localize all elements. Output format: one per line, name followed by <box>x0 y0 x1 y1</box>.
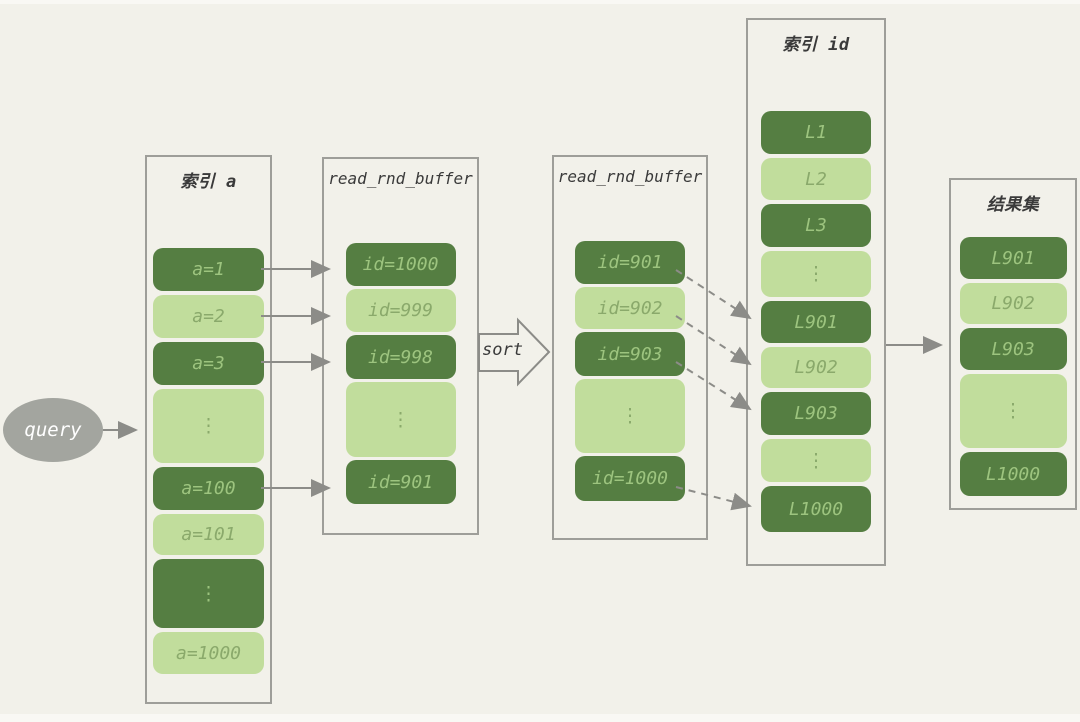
result-set-cells: L901 L902 L903 ⋮ L1000 <box>959 237 1067 496</box>
sort-label: sort <box>482 340 523 360</box>
read-rnd-buffer-sorted-box: read_rnd_buffer id=901 id=902 id=903 ⋮ i… <box>552 155 708 540</box>
cell-id-901-unsorted: id=901 <box>345 460 456 504</box>
cell-L1000-result: L1000 <box>959 452 1067 496</box>
cell-L903-index: L903 <box>761 392 871 435</box>
read-rnd-buffer-sorted-cells: id=901 id=902 id=903 ⋮ id=1000 <box>575 241 685 501</box>
cell-L901-index: L901 <box>761 301 871 343</box>
cell-L903-result: L903 <box>959 328 1067 370</box>
cell-L902-result: L902 <box>959 283 1067 324</box>
index-a-box: 索引 a a=1 a=2 a=3 ⋮ a=100 a=101 ⋮ a=1000 <box>145 155 272 704</box>
index-a-cells: a=1 a=2 a=3 ⋮ a=100 a=101 ⋮ a=1000 <box>153 248 264 674</box>
result-set-box: 结果集 L901 L902 L903 ⋮ L1000 <box>949 178 1077 510</box>
query-label: query <box>24 419 82 441</box>
index-id-title: 索引 id <box>782 35 850 55</box>
cell-L-ellipsis-result: ⋮ <box>959 374 1067 448</box>
cell-a-1000: a=1000 <box>153 632 264 674</box>
cell-L-ellipsis-1: ⋮ <box>761 251 871 297</box>
cell-id-903: id=903 <box>575 332 685 376</box>
read-rnd-buffer-unsorted-title: read_rnd_buffer <box>328 169 473 188</box>
bottom-margin <box>0 714 1080 722</box>
cell-id-998: id=998 <box>345 335 456 379</box>
cell-L902-index: L902 <box>761 347 871 388</box>
cell-a-101: a=101 <box>153 514 264 555</box>
cell-a-1: a=1 <box>153 248 264 291</box>
top-margin <box>0 0 1080 4</box>
read-rnd-buffer-sorted-title: read_rnd_buffer <box>557 167 703 186</box>
result-set-title: 结果集 <box>986 195 1040 215</box>
query-node: query <box>3 398 103 462</box>
index-id-box: 索引 id L1 L2 L3 ⋮ L901 L902 L903 ⋮ L1000 <box>746 18 886 566</box>
cell-id-901-sorted: id=901 <box>575 241 685 284</box>
cell-id-999: id=999 <box>345 289 456 332</box>
cell-id-902: id=902 <box>575 287 685 329</box>
cell-id-1000-unsorted: id=1000 <box>345 243 456 286</box>
cell-a-2: a=2 <box>153 295 264 338</box>
cell-id-ellipsis-unsorted: ⋮ <box>345 382 456 457</box>
cell-a-100: a=100 <box>153 467 264 510</box>
cell-L1: L1 <box>761 111 871 154</box>
cell-a-ellipsis-2: ⋮ <box>153 559 264 628</box>
cell-L3: L3 <box>761 204 871 247</box>
cell-L901-result: L901 <box>959 237 1067 279</box>
read-rnd-buffer-unsorted-cells: id=1000 id=999 id=998 ⋮ id=901 <box>345 243 456 504</box>
read-rnd-buffer-unsorted-box: read_rnd_buffer id=1000 id=999 id=998 ⋮ … <box>322 157 479 535</box>
cell-L2: L2 <box>761 158 871 200</box>
cell-L-ellipsis-2: ⋮ <box>761 439 871 482</box>
cell-a-ellipsis-1: ⋮ <box>153 389 264 463</box>
cell-L1000-index: L1000 <box>761 486 871 532</box>
index-id-cells: L1 L2 L3 ⋮ L901 L902 L903 ⋮ L1000 <box>761 111 871 532</box>
cell-a-3: a=3 <box>153 342 264 385</box>
cell-id-1000-sorted: id=1000 <box>575 456 685 501</box>
index-a-title: 索引 a <box>180 172 237 192</box>
cell-id-ellipsis-sorted: ⋮ <box>575 379 685 453</box>
